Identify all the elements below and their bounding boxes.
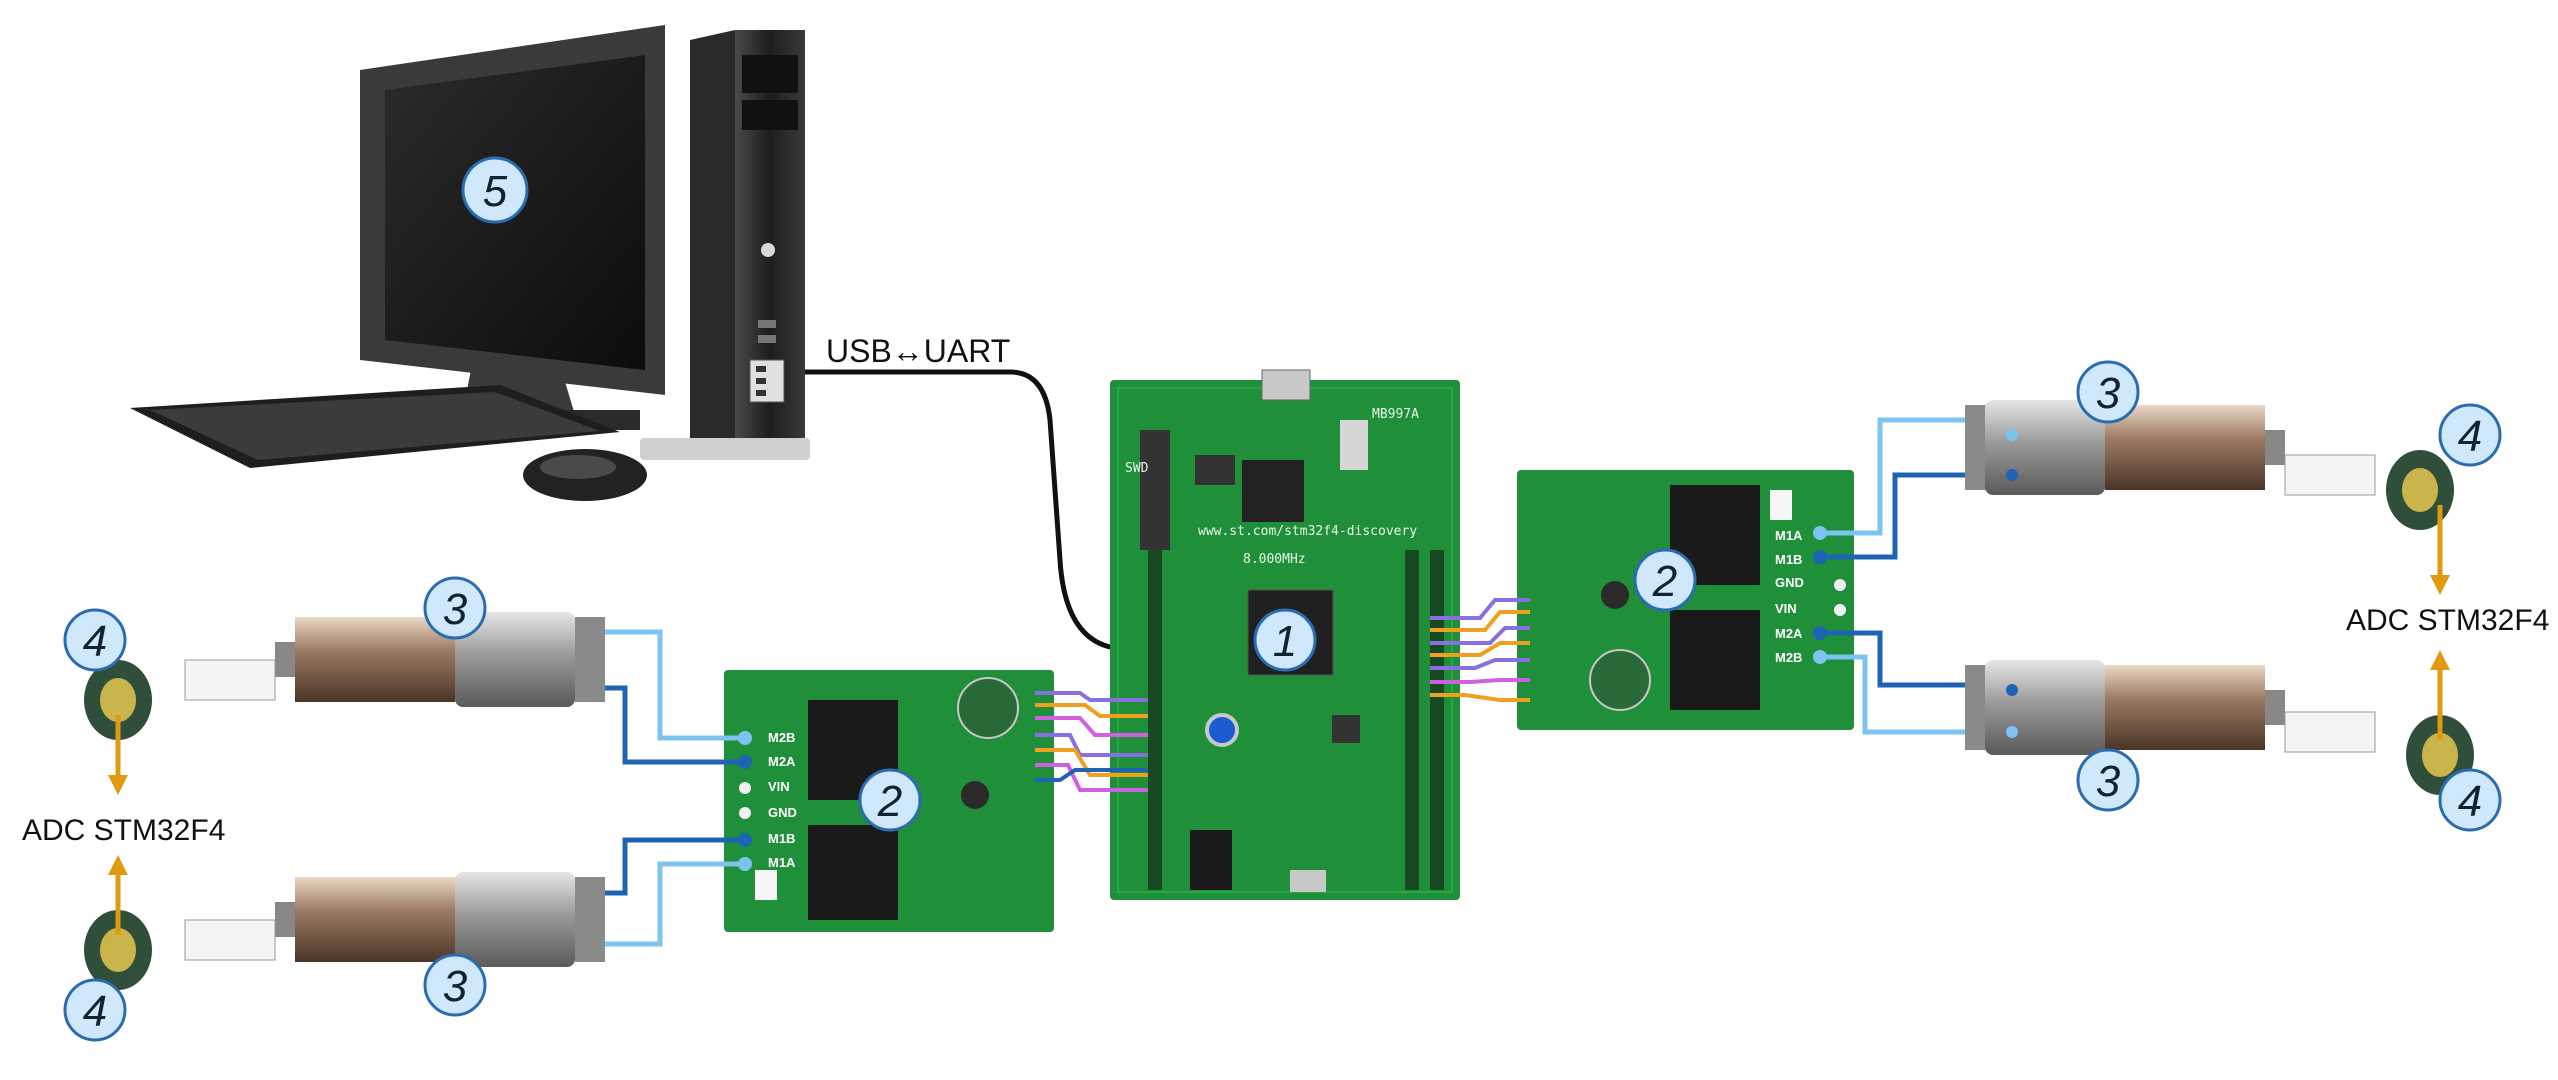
svg-text:4: 4 bbox=[83, 987, 107, 1036]
pc-tower bbox=[640, 30, 810, 460]
right-pin-m2b: M2B bbox=[1775, 650, 1802, 665]
marker-2-left: 2 bbox=[858, 768, 922, 832]
desktop-computer bbox=[130, 25, 810, 501]
motor-left-top bbox=[84, 612, 605, 740]
marker-1: 1 bbox=[1253, 608, 1317, 672]
left-pin-m1b: M1B bbox=[768, 831, 795, 846]
svg-text:2: 2 bbox=[1652, 557, 1677, 606]
adc-label-right: ADC STM32F4 bbox=[2346, 604, 2549, 637]
svg-text:4: 4 bbox=[2458, 412, 2482, 461]
usb-uart-label: USB↔UART bbox=[826, 333, 1010, 369]
left-pin-m2a: M2A bbox=[768, 754, 796, 769]
marker-3-left-bottom: 3 bbox=[423, 953, 487, 1017]
marker-4-left-top: 4 bbox=[63, 608, 127, 672]
right-pin-m1a: M1A bbox=[1775, 528, 1803, 543]
svg-text:1: 1 bbox=[1273, 617, 1297, 666]
svg-text:3: 3 bbox=[2096, 757, 2121, 806]
board-model: MB997A bbox=[1372, 407, 1419, 422]
usb-uart-cable bbox=[805, 369, 1141, 653]
svg-text:4: 4 bbox=[2458, 777, 2482, 826]
marker-3-left-top: 3 bbox=[423, 576, 487, 640]
svg-text:3: 3 bbox=[443, 962, 468, 1011]
marker-2-right: 2 bbox=[1633, 548, 1697, 612]
numbered-markers: 1 2 2 3 3 3 3 4 bbox=[63, 156, 2502, 1042]
crystal-label: 8.000MHz bbox=[1243, 552, 1306, 567]
right-pin-gnd: GND bbox=[1775, 575, 1804, 590]
marker-3-right-bottom: 3 bbox=[2076, 748, 2140, 812]
marker-3-right-top: 3 bbox=[2076, 360, 2140, 424]
marker-5: 5 bbox=[461, 156, 529, 224]
left-pin-vin: VIN bbox=[768, 779, 790, 794]
pc-monitor bbox=[360, 25, 665, 430]
adc-label-left: ADC STM32F4 bbox=[22, 814, 225, 847]
svg-text:3: 3 bbox=[443, 585, 468, 634]
swd-label: SWD bbox=[1125, 461, 1149, 476]
marker-4-right-top: 4 bbox=[2438, 403, 2502, 467]
pc-keyboard bbox=[130, 385, 620, 468]
left-pin-gnd: GND bbox=[768, 805, 797, 820]
motor-right-bottom bbox=[1965, 660, 2474, 795]
motor-wires bbox=[595, 417, 1985, 947]
svg-text:2: 2 bbox=[877, 777, 902, 826]
right-pin-m2a: M2A bbox=[1775, 626, 1803, 641]
signal-wires bbox=[1035, 598, 1530, 792]
marker-4-left-bottom: 4 bbox=[63, 978, 127, 1042]
adc-arrows bbox=[108, 505, 2450, 935]
svg-text:3: 3 bbox=[2096, 369, 2121, 418]
marker-4-right-bottom: 4 bbox=[2438, 768, 2502, 832]
svg-text:5: 5 bbox=[483, 167, 508, 216]
board-url: www.st.com/stm32f4-discovery bbox=[1198, 524, 1417, 539]
motor-right-top bbox=[1965, 400, 2454, 530]
left-pin-m2b: M2B bbox=[768, 730, 795, 745]
right-pin-vin: VIN bbox=[1775, 601, 1797, 616]
pc-mouse bbox=[523, 449, 647, 501]
motor-left-bottom bbox=[84, 872, 605, 990]
svg-text:4: 4 bbox=[83, 617, 107, 666]
left-pin-m1a: M1A bbox=[768, 855, 796, 870]
right-pin-m1b: M1B bbox=[1775, 552, 1802, 567]
